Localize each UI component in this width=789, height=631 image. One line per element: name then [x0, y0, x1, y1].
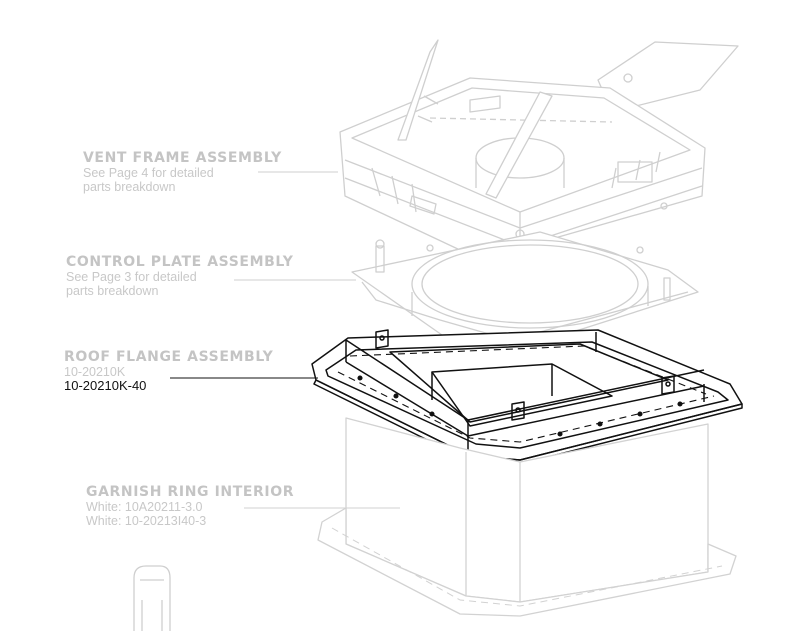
part-number-highlighted: 10-20210K-40	[64, 378, 147, 394]
remote-control	[133, 565, 171, 631]
callout-note-line: parts breakdown	[66, 284, 159, 299]
callout-title: CONTROL PLATE ASSEMBLY	[66, 254, 294, 270]
control-plate-assembly	[234, 231, 699, 353]
callout-title: ROOF FLANGE ASSEMBLY	[64, 349, 274, 365]
garnish-ring-interior	[244, 417, 737, 617]
callout-garnish-ring-interior: GARNISH RING INTERIOR White: 10A20211-3.…	[86, 484, 294, 529]
callout-roof-flange-assembly: ROOF FLANGE ASSEMBLY 10-20210K 10-20210K…	[64, 349, 273, 394]
callout-note-line: See Page 4 for detailed	[83, 166, 214, 181]
callout-note-line: See Page 3 for detailed	[66, 270, 197, 285]
callout-title: GARNISH RING INTERIOR	[86, 484, 295, 500]
part-number: White: 10-20213I40-3	[86, 514, 207, 529]
callout-note-line: parts breakdown	[83, 180, 176, 195]
callout-vent-frame-assembly: VENT FRAME ASSEMBLY See Page 4 for detai…	[83, 150, 282, 195]
part-number: 10-20210K	[64, 365, 126, 380]
vent-frame-assembly	[258, 39, 739, 251]
part-number: White: 10A20211-3.0	[86, 500, 203, 515]
callout-control-plate-assembly: CONTROL PLATE ASSEMBLY See Page 3 for de…	[66, 254, 293, 299]
callout-title: VENT FRAME ASSEMBLY	[83, 150, 282, 166]
